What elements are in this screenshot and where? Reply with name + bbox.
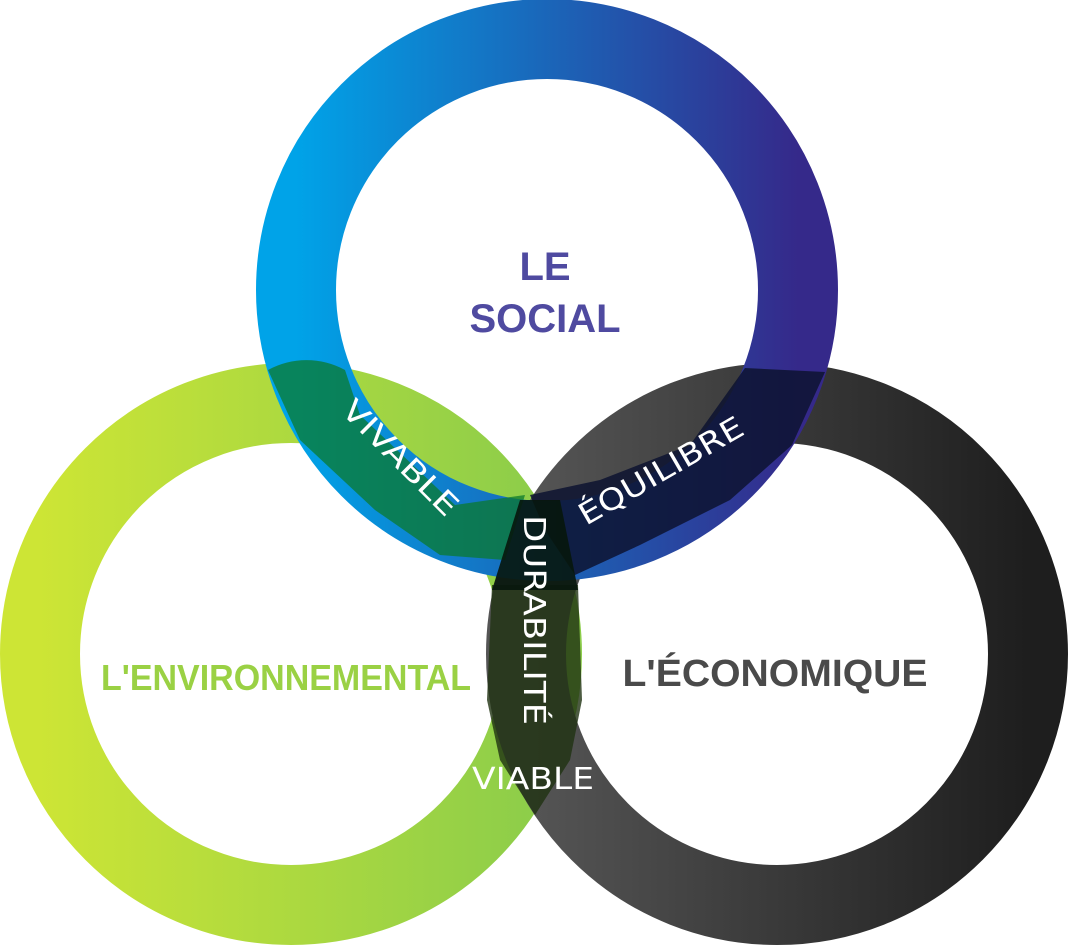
economy-title: L'ÉCONOMIQUE: [623, 651, 928, 695]
durabilite-label: DURABILITÉ: [516, 515, 552, 725]
social-title-line2: SOCIAL: [469, 297, 620, 341]
overlap-social-environment: [268, 360, 525, 560]
overlap-social-economy: [530, 368, 825, 575]
environment-ring: [0, 363, 582, 945]
overlap-environment-economy: [487, 585, 582, 815]
environment-title: L'ENVIRONNEMENTAL: [101, 657, 471, 698]
social-title-line1: LE: [519, 245, 570, 289]
overlap-center: [492, 500, 578, 590]
viable-label: VIABLE: [472, 762, 594, 797]
